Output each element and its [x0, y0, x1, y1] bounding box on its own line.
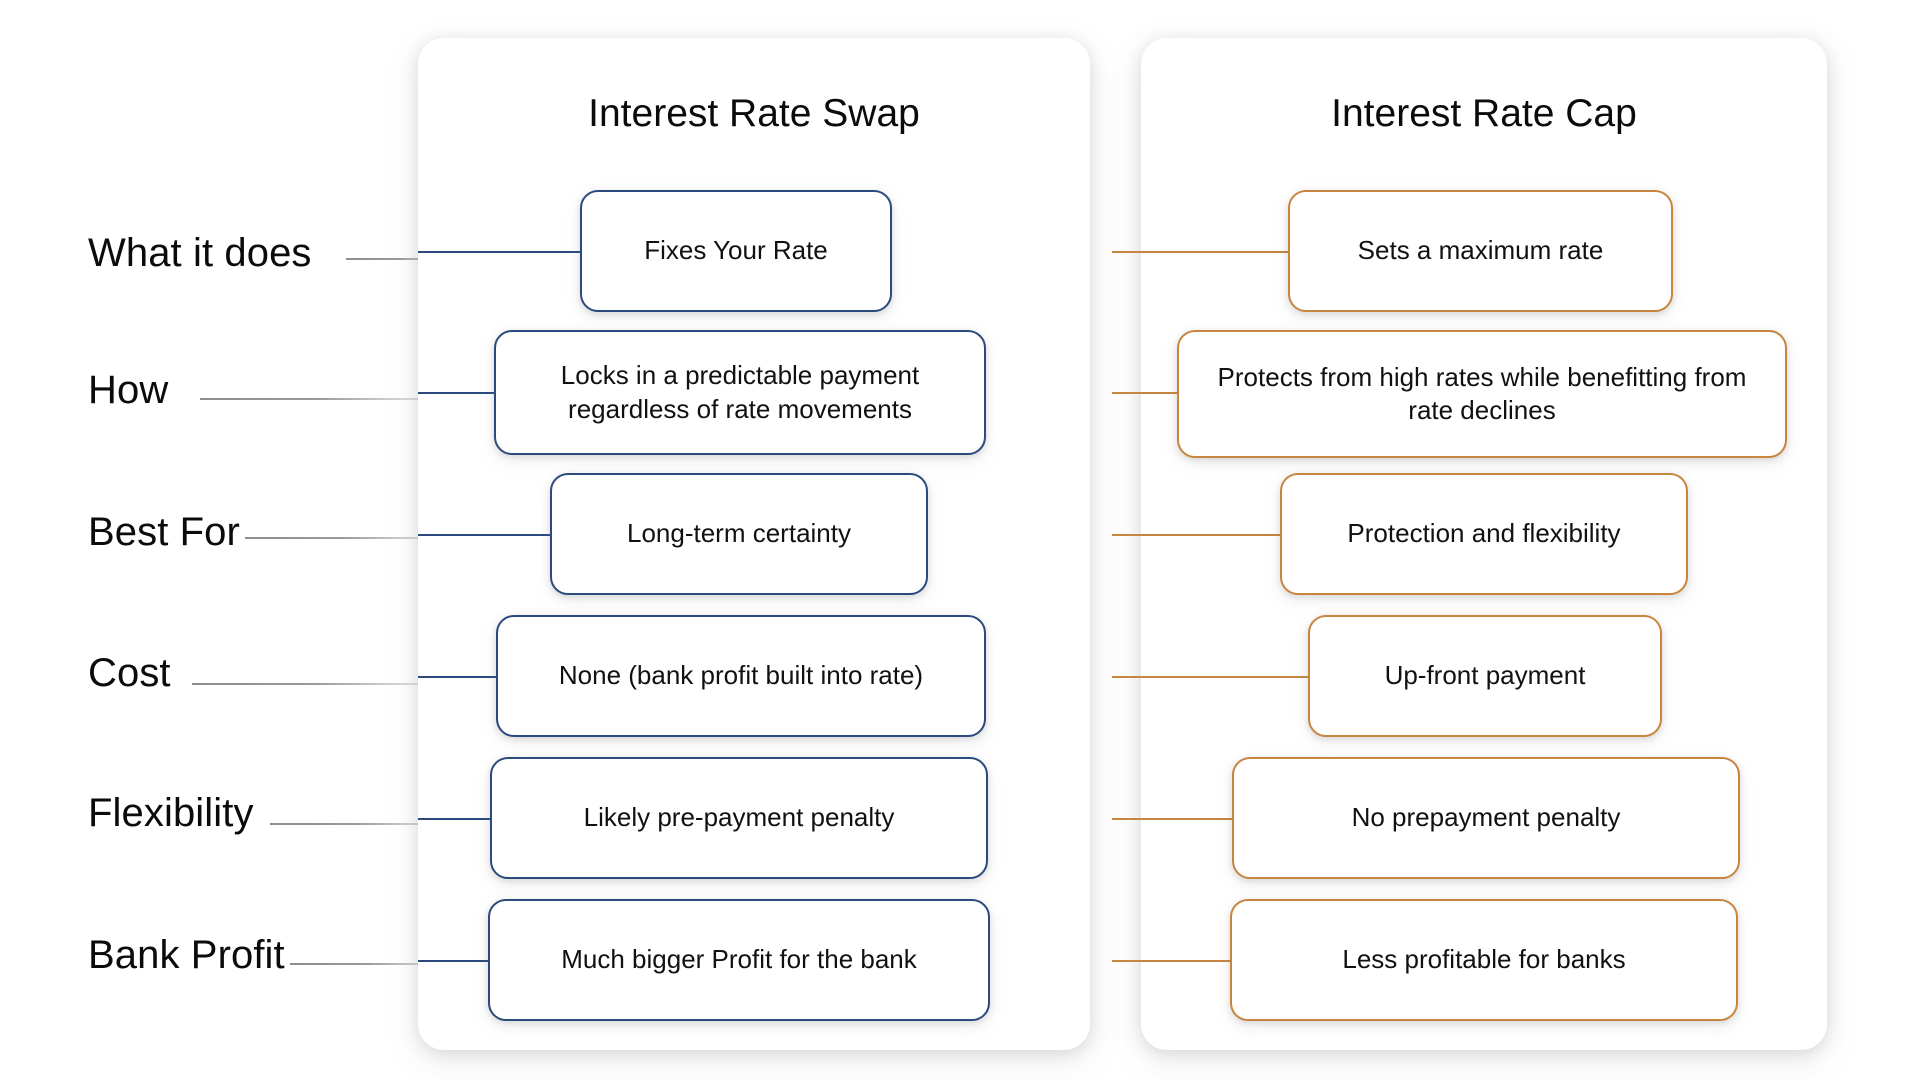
- row-label-rule-best-for: [245, 537, 463, 539]
- connector-cap-cost: [1112, 676, 1308, 678]
- row-label-best-for: Best For: [88, 510, 240, 554]
- connector-swap-what-it-does: [418, 251, 580, 253]
- row-label-cost: Cost: [88, 651, 171, 695]
- row-label-rule-how: [200, 398, 462, 400]
- cell-text: Protection and flexibility: [1347, 518, 1621, 549]
- cell-text: Much bigger Profit for the bank: [561, 944, 917, 975]
- connector-swap-cost: [418, 676, 496, 678]
- row-label-rule-cost: [192, 683, 462, 685]
- cell-text: Long-term certainty: [627, 518, 851, 549]
- cell-text: Sets a maximum rate: [1357, 235, 1604, 266]
- cell-cap-what-it-does[interactable]: Sets a maximum rate: [1288, 190, 1673, 312]
- row-label-rule-what-it-does: [346, 258, 461, 260]
- cell-cap-how[interactable]: Protects from high rates while benefitti…: [1177, 330, 1787, 458]
- cell-text: Locks in a predictable payment regardles…: [560, 360, 920, 424]
- panel-title-swap: Interest Rate Swap: [588, 92, 920, 135]
- cell-text: Up-front payment: [1384, 660, 1586, 691]
- row-label-bank-profit: Bank Profit: [88, 933, 285, 977]
- cell-swap-what-it-does[interactable]: Fixes Your Rate: [580, 190, 892, 312]
- cell-text: No prepayment penalty: [1351, 802, 1621, 833]
- cell-cap-cost[interactable]: Up-front payment: [1308, 615, 1662, 737]
- cell-cap-bank-profit[interactable]: Less profitable for banks: [1230, 899, 1738, 1021]
- connector-cap-what-it-does: [1112, 251, 1288, 253]
- row-label-what-it-does: What it does: [88, 231, 312, 275]
- connector-swap-bank-profit: [418, 960, 488, 962]
- row-label-rule-flexibility: [270, 823, 462, 825]
- row-label-rule-bank-profit: [290, 963, 462, 965]
- row-label-how: How: [88, 368, 169, 412]
- cell-swap-bank-profit[interactable]: Much bigger Profit for the bank: [488, 899, 990, 1021]
- cell-text: Protects from high rates while benefitti…: [1217, 361, 1747, 425]
- connector-cap-how: [1112, 392, 1177, 394]
- row-label-column: What it does How Best For Cost Flexibili…: [0, 0, 463, 1080]
- connector-swap-best-for: [418, 534, 550, 536]
- connector-cap-flexibility: [1112, 818, 1232, 820]
- panel-title-cap: Interest Rate Cap: [1331, 92, 1637, 135]
- cell-cap-best-for[interactable]: Protection and flexibility: [1280, 473, 1688, 595]
- cell-text: Less profitable for banks: [1342, 944, 1626, 975]
- cell-swap-best-for[interactable]: Long-term certainty: [550, 473, 928, 595]
- cell-swap-cost[interactable]: None (bank profit built into rate): [496, 615, 986, 737]
- cell-text: None (bank profit built into rate): [558, 660, 924, 691]
- cell-text: Likely pre-payment penalty: [583, 802, 895, 833]
- row-label-flexibility: Flexibility: [88, 791, 254, 835]
- connector-swap-how: [418, 392, 494, 394]
- cell-swap-how[interactable]: Locks in a predictable payment regardles…: [494, 330, 986, 455]
- connector-cap-bank-profit: [1112, 960, 1230, 962]
- connector-swap-flexibility: [418, 818, 490, 820]
- connector-cap-best-for: [1112, 534, 1280, 536]
- cell-swap-flexibility[interactable]: Likely pre-payment penalty: [490, 757, 988, 879]
- cell-cap-flexibility[interactable]: No prepayment penalty: [1232, 757, 1740, 879]
- cell-text: Fixes Your Rate: [644, 235, 828, 266]
